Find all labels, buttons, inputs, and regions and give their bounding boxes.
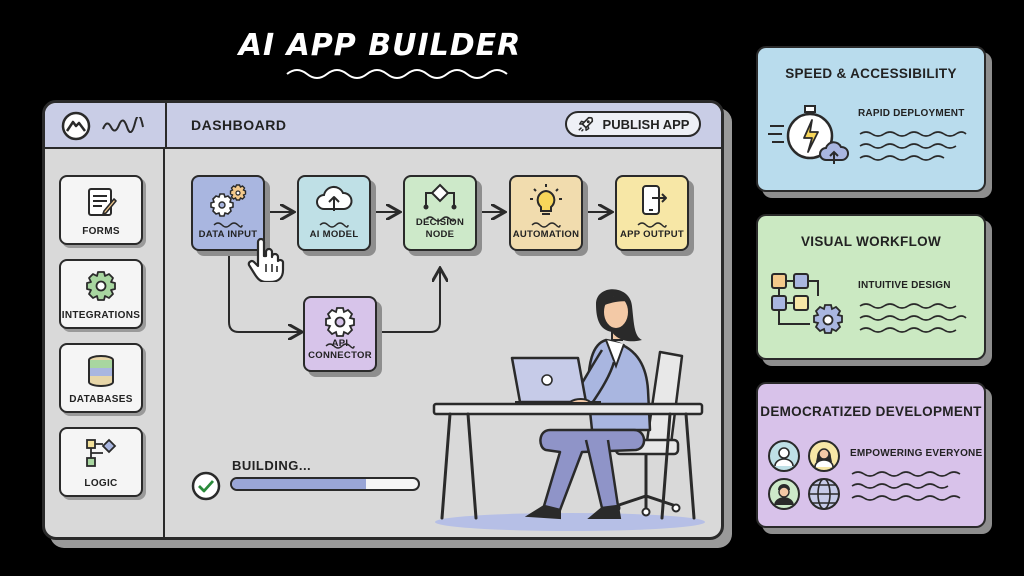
squiggle-decoration: [851, 471, 961, 501]
flowchart-icon: [86, 438, 117, 467]
flow-node-label: AUTOMATION: [512, 229, 580, 240]
page-title: AI APP BUILDER: [238, 28, 522, 63]
card-subtitle: INTUITIVE DESIGN: [858, 280, 951, 291]
building-status-label: BUILDING...: [232, 458, 312, 473]
dashboard-label: DASHBOARD: [191, 117, 287, 133]
build-progress-bar: [230, 477, 420, 491]
squiggle-decoration: [325, 343, 355, 349]
check-circle-icon: [191, 471, 221, 501]
flow-node-automation[interactable]: AUTOMATION: [509, 175, 583, 251]
flow-node-ai-model[interactable]: AI MODEL: [297, 175, 371, 251]
rocket-icon: [577, 116, 593, 132]
flow-node-label: DATA INPUT: [198, 229, 258, 240]
laptop-logo: [541, 374, 553, 386]
sidebar-item-label: DATABASES: [69, 394, 133, 405]
flow-node-api-connector[interactable]: API CONNECTOR: [303, 296, 377, 372]
phone-icon: [642, 185, 667, 215]
cloud-upload-icon: [316, 185, 353, 211]
squiggle-decoration: [319, 222, 349, 228]
publish-app-label: PUBLISH APP: [602, 116, 690, 132]
sidebar-item-label: INTEGRATIONS: [61, 310, 141, 321]
flow-node-label: AI MODEL: [309, 229, 359, 240]
squiggle-decoration: [425, 216, 455, 222]
sidebar-item-forms[interactable]: FORMS: [59, 175, 143, 245]
squiggle-decoration: [213, 222, 243, 228]
card-speed-accessibility: SPEED & ACCESSIBILITY RAPID DEPLOYMENT: [756, 46, 986, 192]
sidebar-item-label: LOGIC: [84, 478, 118, 489]
gear-icon: [86, 271, 116, 301]
window-topbar: DASHBOARD PUBLISH APP: [45, 103, 721, 149]
mountain-logo-icon: [61, 111, 91, 141]
flow-node-label: APP OUTPUT: [619, 229, 685, 240]
sidebar-item-label: FORMS: [82, 226, 120, 237]
card-democratized-development: DEMOCRATIZED DEVELOPMENT EMPOWERING EVER…: [756, 382, 986, 528]
decision-icon: [423, 183, 457, 210]
hand-cursor-icon: [247, 237, 285, 282]
card-subtitle: RAPID DEPLOYMENT: [858, 108, 965, 119]
people-icon: [768, 440, 840, 510]
gears-icon: [210, 184, 247, 217]
lightbulb-icon: [530, 184, 562, 215]
sidebar-item-logic[interactable]: LOGIC: [59, 427, 143, 497]
flow-node-app-output[interactable]: APP OUTPUT: [615, 175, 689, 251]
publish-app-button[interactable]: PUBLISH APP: [565, 111, 701, 137]
gear-icon: [325, 307, 355, 337]
flow-node-data-input[interactable]: DATA INPUT: [191, 175, 265, 251]
squiggle-decoration: [531, 222, 561, 228]
build-progress-fill: [232, 479, 366, 489]
sidebar-item-databases[interactable]: DATABASES: [59, 343, 143, 413]
flow-node-label: DECISION NODE: [415, 217, 465, 240]
workflow-icon: [771, 273, 843, 334]
flow-node-label: API CONNECTOR: [308, 338, 372, 361]
stopwatch-icon: [768, 105, 849, 164]
floor-shadow: [435, 513, 705, 531]
title-underline-squiggle: [286, 69, 508, 79]
card-title: VISUAL WORKFLOW: [801, 234, 941, 249]
card-title: SPEED & ACCESSIBILITY: [785, 66, 957, 81]
developer-illustration: [432, 289, 705, 531]
card-visual-workflow: VISUAL WORKFLOW INTUITIVE DESIGN: [756, 214, 986, 360]
squiggle-decoration: [859, 131, 967, 161]
squiggle-decoration: [637, 222, 667, 228]
flow-node-decision[interactable]: DECISION NODE: [403, 175, 477, 251]
card-subtitle: EMPOWERING EVERYONE: [850, 448, 983, 459]
database-icon: [88, 355, 114, 387]
squiggle-decoration: [859, 303, 967, 333]
sidebar-item-integrations[interactable]: INTEGRATIONS: [59, 259, 143, 329]
form-icon: [88, 188, 117, 216]
logo-area: [45, 103, 167, 147]
sidebar: FORMS INTEGRATIONS DATABASES: [45, 149, 165, 537]
logo-squiggle-icon: [102, 117, 144, 133]
card-title: DEMOCRATIZED DEVELOPMENT: [760, 404, 982, 419]
desk: [432, 402, 704, 520]
